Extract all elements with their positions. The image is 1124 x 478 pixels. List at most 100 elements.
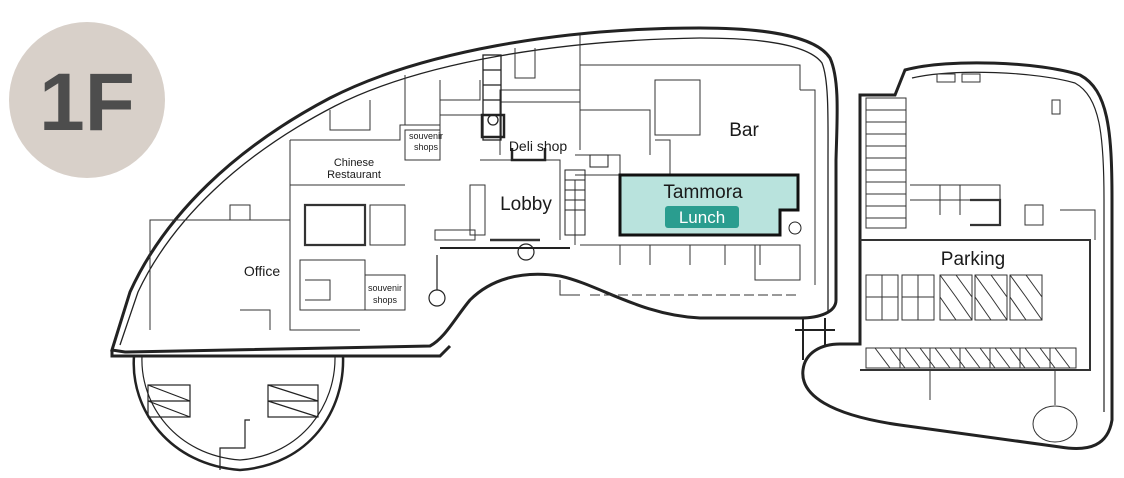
souvenir-shops-top-label-line1: souvenir (409, 131, 443, 141)
stair-box (564, 209, 586, 236)
wall (369, 204, 406, 246)
wall (929, 370, 1056, 405)
stair-line (267, 400, 319, 418)
building-wall-lower (110, 344, 452, 358)
corridor (428, 243, 570, 307)
wall (299, 259, 366, 311)
wall (559, 280, 580, 296)
deli-counter (510, 148, 547, 162)
wall (434, 229, 476, 241)
wall (910, 184, 1001, 201)
wall (1024, 204, 1044, 226)
wall (575, 154, 621, 176)
building-inner-wall (119, 37, 829, 346)
floor-badge: 1F (9, 22, 165, 178)
wall (800, 89, 816, 285)
bay-divider (899, 348, 1051, 368)
souvenir-shops-top-label-line2: shops (414, 142, 439, 152)
lobby-label: Lobby (500, 194, 552, 215)
lunch-tag (665, 206, 739, 228)
parking-bay-row (865, 347, 1077, 369)
bay-hatch (874, 347, 1071, 369)
main-building-outline (110, 26, 839, 358)
office-label: Office (244, 263, 281, 279)
vent (936, 73, 956, 83)
souvenir-shops-bottom-label-line1: souvenir (368, 283, 402, 293)
tammora-room[interactable] (618, 173, 800, 237)
wall (499, 89, 581, 103)
stair-line (147, 400, 191, 418)
souvenir-shops-bottom-label-line2: shops (373, 295, 398, 305)
lobby-stairs (564, 154, 609, 236)
bottom-annex-stairs (147, 384, 319, 470)
parking-area (860, 239, 1091, 371)
stair-line (147, 384, 191, 402)
escalator (480, 54, 506, 141)
bay-hatch (939, 274, 973, 321)
wall (149, 219, 290, 330)
wall (580, 64, 801, 90)
bottom-annex-wall (132, 355, 345, 472)
parking-wall (801, 61, 1114, 450)
wall (289, 140, 360, 331)
tammora-room-area[interactable] (618, 173, 800, 237)
floor-label: 1F (39, 57, 135, 148)
floor-badge-circle (9, 22, 165, 178)
wall (754, 244, 801, 281)
elevator-symbol (487, 114, 499, 126)
wall (229, 204, 251, 220)
wall (404, 129, 441, 161)
wall (329, 100, 371, 131)
wall (440, 80, 481, 101)
connector-wall (795, 318, 835, 360)
wall (580, 244, 761, 265)
parking-building-outline (801, 61, 1114, 450)
turnaround (1032, 405, 1078, 443)
connector (795, 318, 835, 360)
ramp-steps (866, 109, 906, 219)
wall (970, 198, 1002, 227)
chinese-restaurant-label-line1: Chinese (334, 157, 374, 169)
elevator-symbol (788, 221, 802, 235)
wall (303, 203, 367, 247)
wall (290, 124, 440, 141)
room-labels: souvenir shops Chinese Restaurant Deli s… (244, 120, 1005, 305)
wall (939, 185, 961, 215)
bar-label: Bar (729, 120, 759, 141)
building-wall (110, 26, 839, 354)
lunch-label: Lunch (679, 208, 725, 227)
vent (1051, 99, 1061, 115)
wall (469, 184, 486, 236)
parking-inner-wall (911, 71, 1105, 412)
elevator-symbol (517, 243, 535, 261)
bottom-annex-inner-wall (141, 355, 336, 461)
chinese-restaurant-label-line2: Restaurant (327, 169, 381, 181)
annex-wall-segment (219, 419, 250, 470)
wall (655, 139, 671, 176)
wall (654, 79, 701, 136)
wall (480, 159, 561, 240)
escalator-shaft (482, 54, 502, 141)
parking-label: Parking (941, 249, 1005, 270)
tammora-label[interactable]: Tammora (663, 182, 743, 203)
elevator-symbol (428, 289, 446, 307)
wall (305, 279, 331, 301)
stair-line (267, 384, 319, 402)
wall (619, 245, 726, 265)
bay-hatch (974, 274, 1008, 321)
bottom-annex (132, 355, 345, 472)
deli-shop-label: Deli shop (509, 138, 568, 154)
wall (365, 274, 406, 311)
interior-walls (149, 35, 816, 331)
wall (240, 309, 271, 330)
parking-interior (860, 73, 1096, 443)
wall (580, 109, 651, 155)
wall (1060, 209, 1096, 240)
bay-hatch (1009, 274, 1043, 321)
parking-ramp (865, 97, 907, 229)
parking-bays (865, 274, 1077, 369)
wall (514, 48, 536, 79)
vent (961, 73, 981, 83)
stair-box (589, 154, 609, 168)
